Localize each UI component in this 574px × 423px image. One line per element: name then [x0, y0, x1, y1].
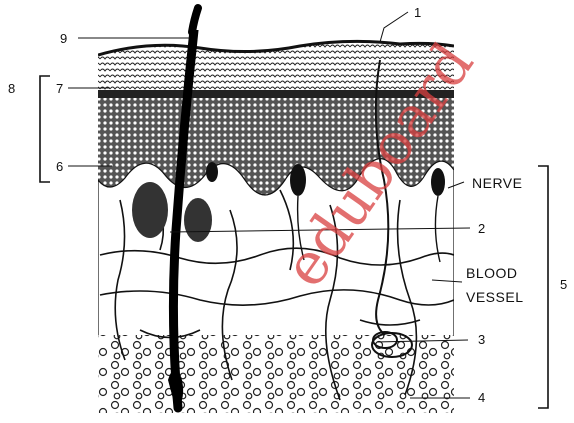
label-4: 4: [478, 391, 485, 404]
label-nerve: NERVE: [472, 176, 522, 190]
label-blood: BLOOD: [466, 266, 518, 280]
fat-layer: [98, 335, 454, 413]
label-9: 9: [60, 32, 67, 45]
label-5: 5: [560, 278, 567, 291]
label-8: 8: [8, 82, 15, 95]
oil-gland: [132, 182, 168, 238]
label-1: 1: [414, 6, 421, 19]
label-2: 2: [478, 222, 485, 235]
label-3: 3: [478, 333, 485, 346]
label-vessel: VESSEL: [466, 290, 523, 304]
bracket-5: [538, 166, 548, 408]
label-7: 7: [56, 82, 63, 95]
label-6: 6: [56, 160, 63, 173]
bracket-8: [40, 76, 50, 182]
